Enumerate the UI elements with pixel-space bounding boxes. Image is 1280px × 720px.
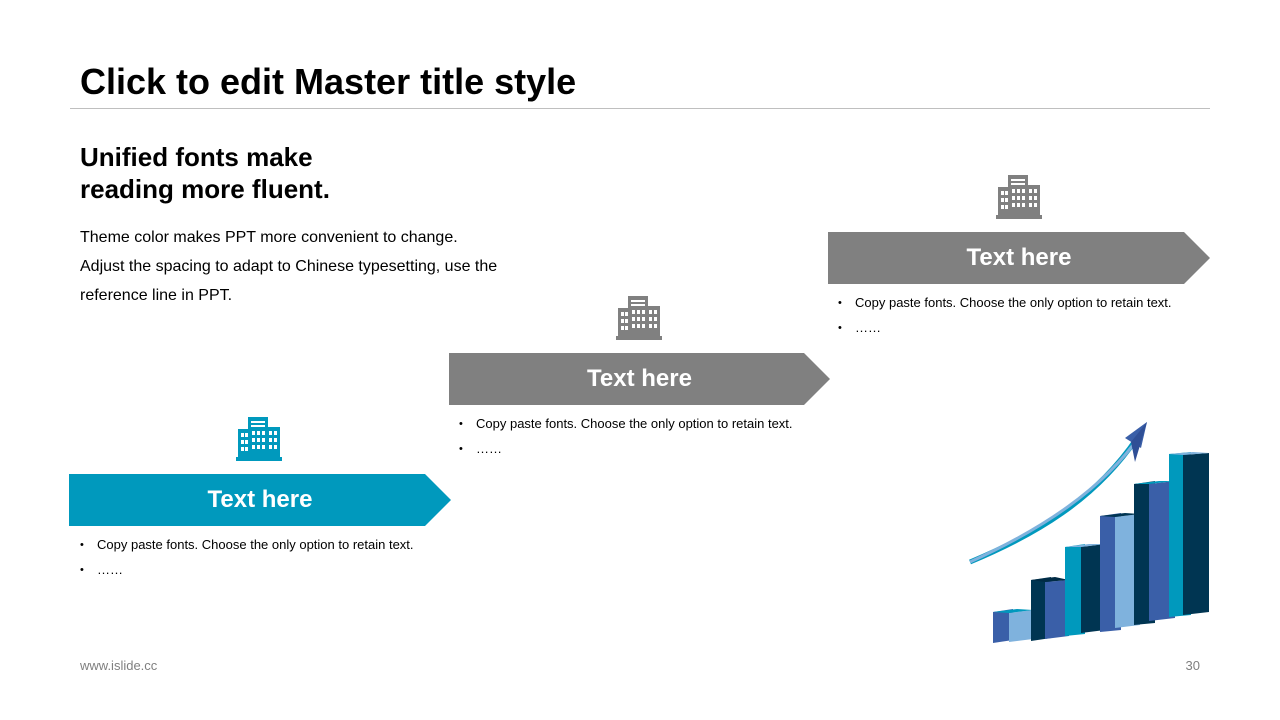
bar-2	[1031, 577, 1069, 641]
step-1-arrow-banner[interactable]: Text here	[69, 474, 451, 526]
bar-4	[1100, 513, 1140, 632]
bar-1	[993, 609, 1033, 643]
step-1-label: Text here	[207, 486, 313, 513]
step-3-arrow-banner[interactable]: Text here	[828, 232, 1210, 284]
bar-5	[1134, 481, 1175, 625]
step-1-bullet-2[interactable]: ……	[80, 562, 414, 578]
footer-website: www.islide.cc	[80, 658, 158, 673]
slide-title[interactable]: Click to edit Master title style	[80, 61, 577, 102]
step-2-arrow-banner[interactable]: Text here	[449, 353, 830, 405]
subtitle[interactable]: Unified fonts make reading more fluent.	[80, 141, 480, 205]
subtitle-line-2: reading more fluent.	[80, 174, 330, 204]
growth-arrow-head	[1125, 422, 1147, 448]
subtitle-line-1: Unified fonts make	[80, 142, 313, 172]
step-2-bullet-1[interactable]: Copy paste fonts. Choose the only option…	[459, 416, 793, 432]
step-3-label: Text here	[966, 244, 1072, 271]
body-text-line-3[interactable]: reference line in PPT.	[80, 287, 233, 304]
step-1-bullet-1[interactable]: Copy paste fonts. Choose the only option…	[80, 537, 414, 553]
bar-3	[1065, 544, 1105, 636]
slide-number: 30	[1185, 658, 1200, 673]
bar-6	[1169, 452, 1209, 617]
building-icon	[616, 294, 662, 340]
body-text-line-2[interactable]: Adjust the spacing to adapt to Chinese t…	[80, 258, 498, 275]
step-2-bullet-2[interactable]: ……	[459, 441, 793, 457]
title-divider	[70, 108, 1210, 109]
step-3-bullet-list: Copy paste fonts. Choose the only option…	[838, 295, 1172, 345]
growth-arrow-highlight	[969, 433, 1143, 564]
building-icon	[236, 415, 282, 461]
step-2-bullet-list: Copy paste fonts. Choose the only option…	[459, 416, 793, 466]
building-icon	[996, 173, 1042, 219]
step-1-bullet-list: Copy paste fonts. Choose the only option…	[80, 537, 414, 587]
body-text-line-1[interactable]: Theme color makes PPT more convenient to…	[80, 229, 458, 246]
step-3-bullet-1[interactable]: Copy paste fonts. Choose the only option…	[838, 295, 1172, 311]
growth-bar-chart-illustration	[969, 422, 1209, 643]
growth-arrow-head-shade	[1131, 422, 1147, 462]
step-3-bullet-2[interactable]: ……	[838, 320, 1172, 336]
step-2-label: Text here	[587, 365, 692, 392]
